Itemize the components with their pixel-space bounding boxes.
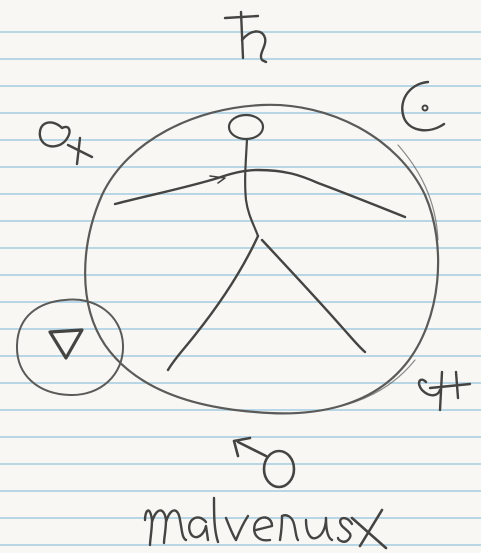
figure-body — [245, 139, 258, 236]
figure-head — [229, 115, 263, 139]
figure-left-leg — [168, 236, 258, 370]
mars-icon — [234, 438, 294, 487]
figure-arms — [115, 170, 405, 217]
magic-circle — [85, 105, 438, 414]
figure-right-leg — [262, 240, 365, 352]
jupiter-icon — [419, 372, 470, 410]
stick-figure — [115, 115, 405, 370]
saturn-icon — [225, 12, 266, 62]
moon-icon — [402, 82, 444, 130]
venus-icon — [40, 122, 92, 164]
caption-malvenus — [145, 498, 386, 548]
